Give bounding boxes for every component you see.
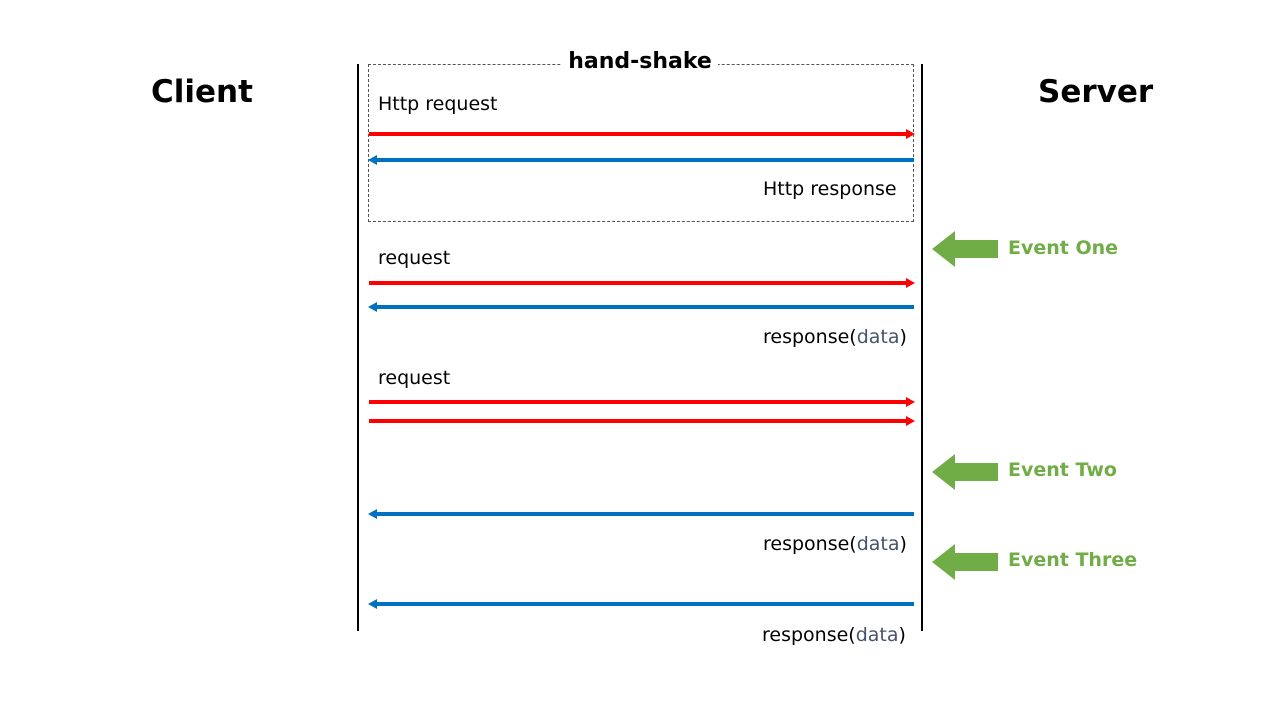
response-data-text: data [855, 624, 899, 646]
event-one-arrow [932, 231, 998, 267]
http-response-label: Http response [763, 178, 897, 200]
response-arrow-3 [368, 599, 914, 609]
response-label-1: response(data) [763, 326, 907, 348]
response-arrow-handshake [368, 155, 914, 165]
event-two-arrow [932, 454, 998, 490]
response-arrow-1 [368, 302, 914, 312]
response-suffix: ) [899, 533, 907, 555]
request-label-1: request [378, 247, 451, 269]
response-suffix: ) [898, 624, 906, 646]
response-data-text: data [856, 533, 900, 555]
client-lifeline [357, 64, 359, 631]
http-request-label: Http request [378, 93, 498, 115]
event-three-label: Event Three [1008, 549, 1138, 571]
request-label-2: request [378, 367, 451, 389]
request-arrow-1 [369, 278, 915, 288]
server-title: Server [1038, 74, 1154, 110]
request-arrow-3 [369, 416, 915, 426]
handshake-title: hand-shake [562, 49, 718, 74]
response-suffix: ) [899, 326, 907, 348]
request-arrow-2 [369, 397, 915, 407]
request-arrow-handshake [369, 129, 915, 139]
event-two-label: Event Two [1008, 459, 1117, 481]
response-arrow-2 [368, 509, 914, 519]
event-three-arrow [932, 544, 998, 580]
event-one-label: Event One [1008, 237, 1119, 259]
server-lifeline [921, 64, 923, 631]
client-title: Client [151, 74, 253, 110]
response-prefix: response( [762, 624, 856, 646]
response-label-2: response(data) [763, 533, 907, 555]
response-data-text: data [856, 326, 900, 348]
response-label-3: response(data) [762, 624, 906, 646]
response-prefix: response( [763, 533, 857, 555]
response-prefix: response( [763, 326, 857, 348]
